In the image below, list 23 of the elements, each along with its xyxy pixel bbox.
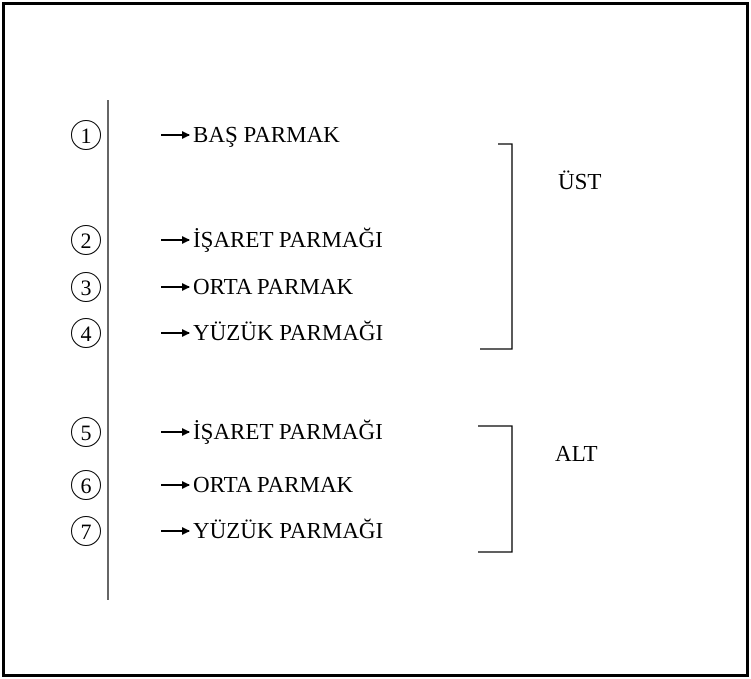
number-circle: 7	[71, 516, 101, 546]
arrow	[161, 428, 190, 436]
number-circle: 1	[71, 120, 101, 150]
finger-label: ORTA PARMAK	[193, 273, 354, 301]
group-label: ÜST	[558, 168, 602, 196]
arrow	[161, 236, 190, 244]
number-circle: 2	[71, 225, 101, 255]
arrow	[161, 329, 190, 337]
finger-label: İŞARET PARMAĞI	[193, 418, 383, 446]
finger-label: İŞARET PARMAĞI	[193, 226, 383, 254]
finger-label: YÜZÜK PARMAĞI	[193, 517, 384, 545]
number-circle: 4	[71, 318, 101, 348]
group-label: ALT	[555, 440, 598, 468]
arrow	[161, 527, 190, 535]
finger-label: BAŞ PARMAK	[193, 121, 340, 149]
number-circle: 5	[71, 417, 101, 447]
finger-label: ORTA PARMAK	[193, 471, 354, 499]
finger-label: YÜZÜK PARMAĞI	[193, 319, 384, 347]
arrow	[161, 131, 190, 139]
number-circle: 6	[71, 470, 101, 500]
number-circle: 3	[71, 272, 101, 302]
arrow	[161, 481, 190, 489]
arrow	[161, 283, 190, 291]
